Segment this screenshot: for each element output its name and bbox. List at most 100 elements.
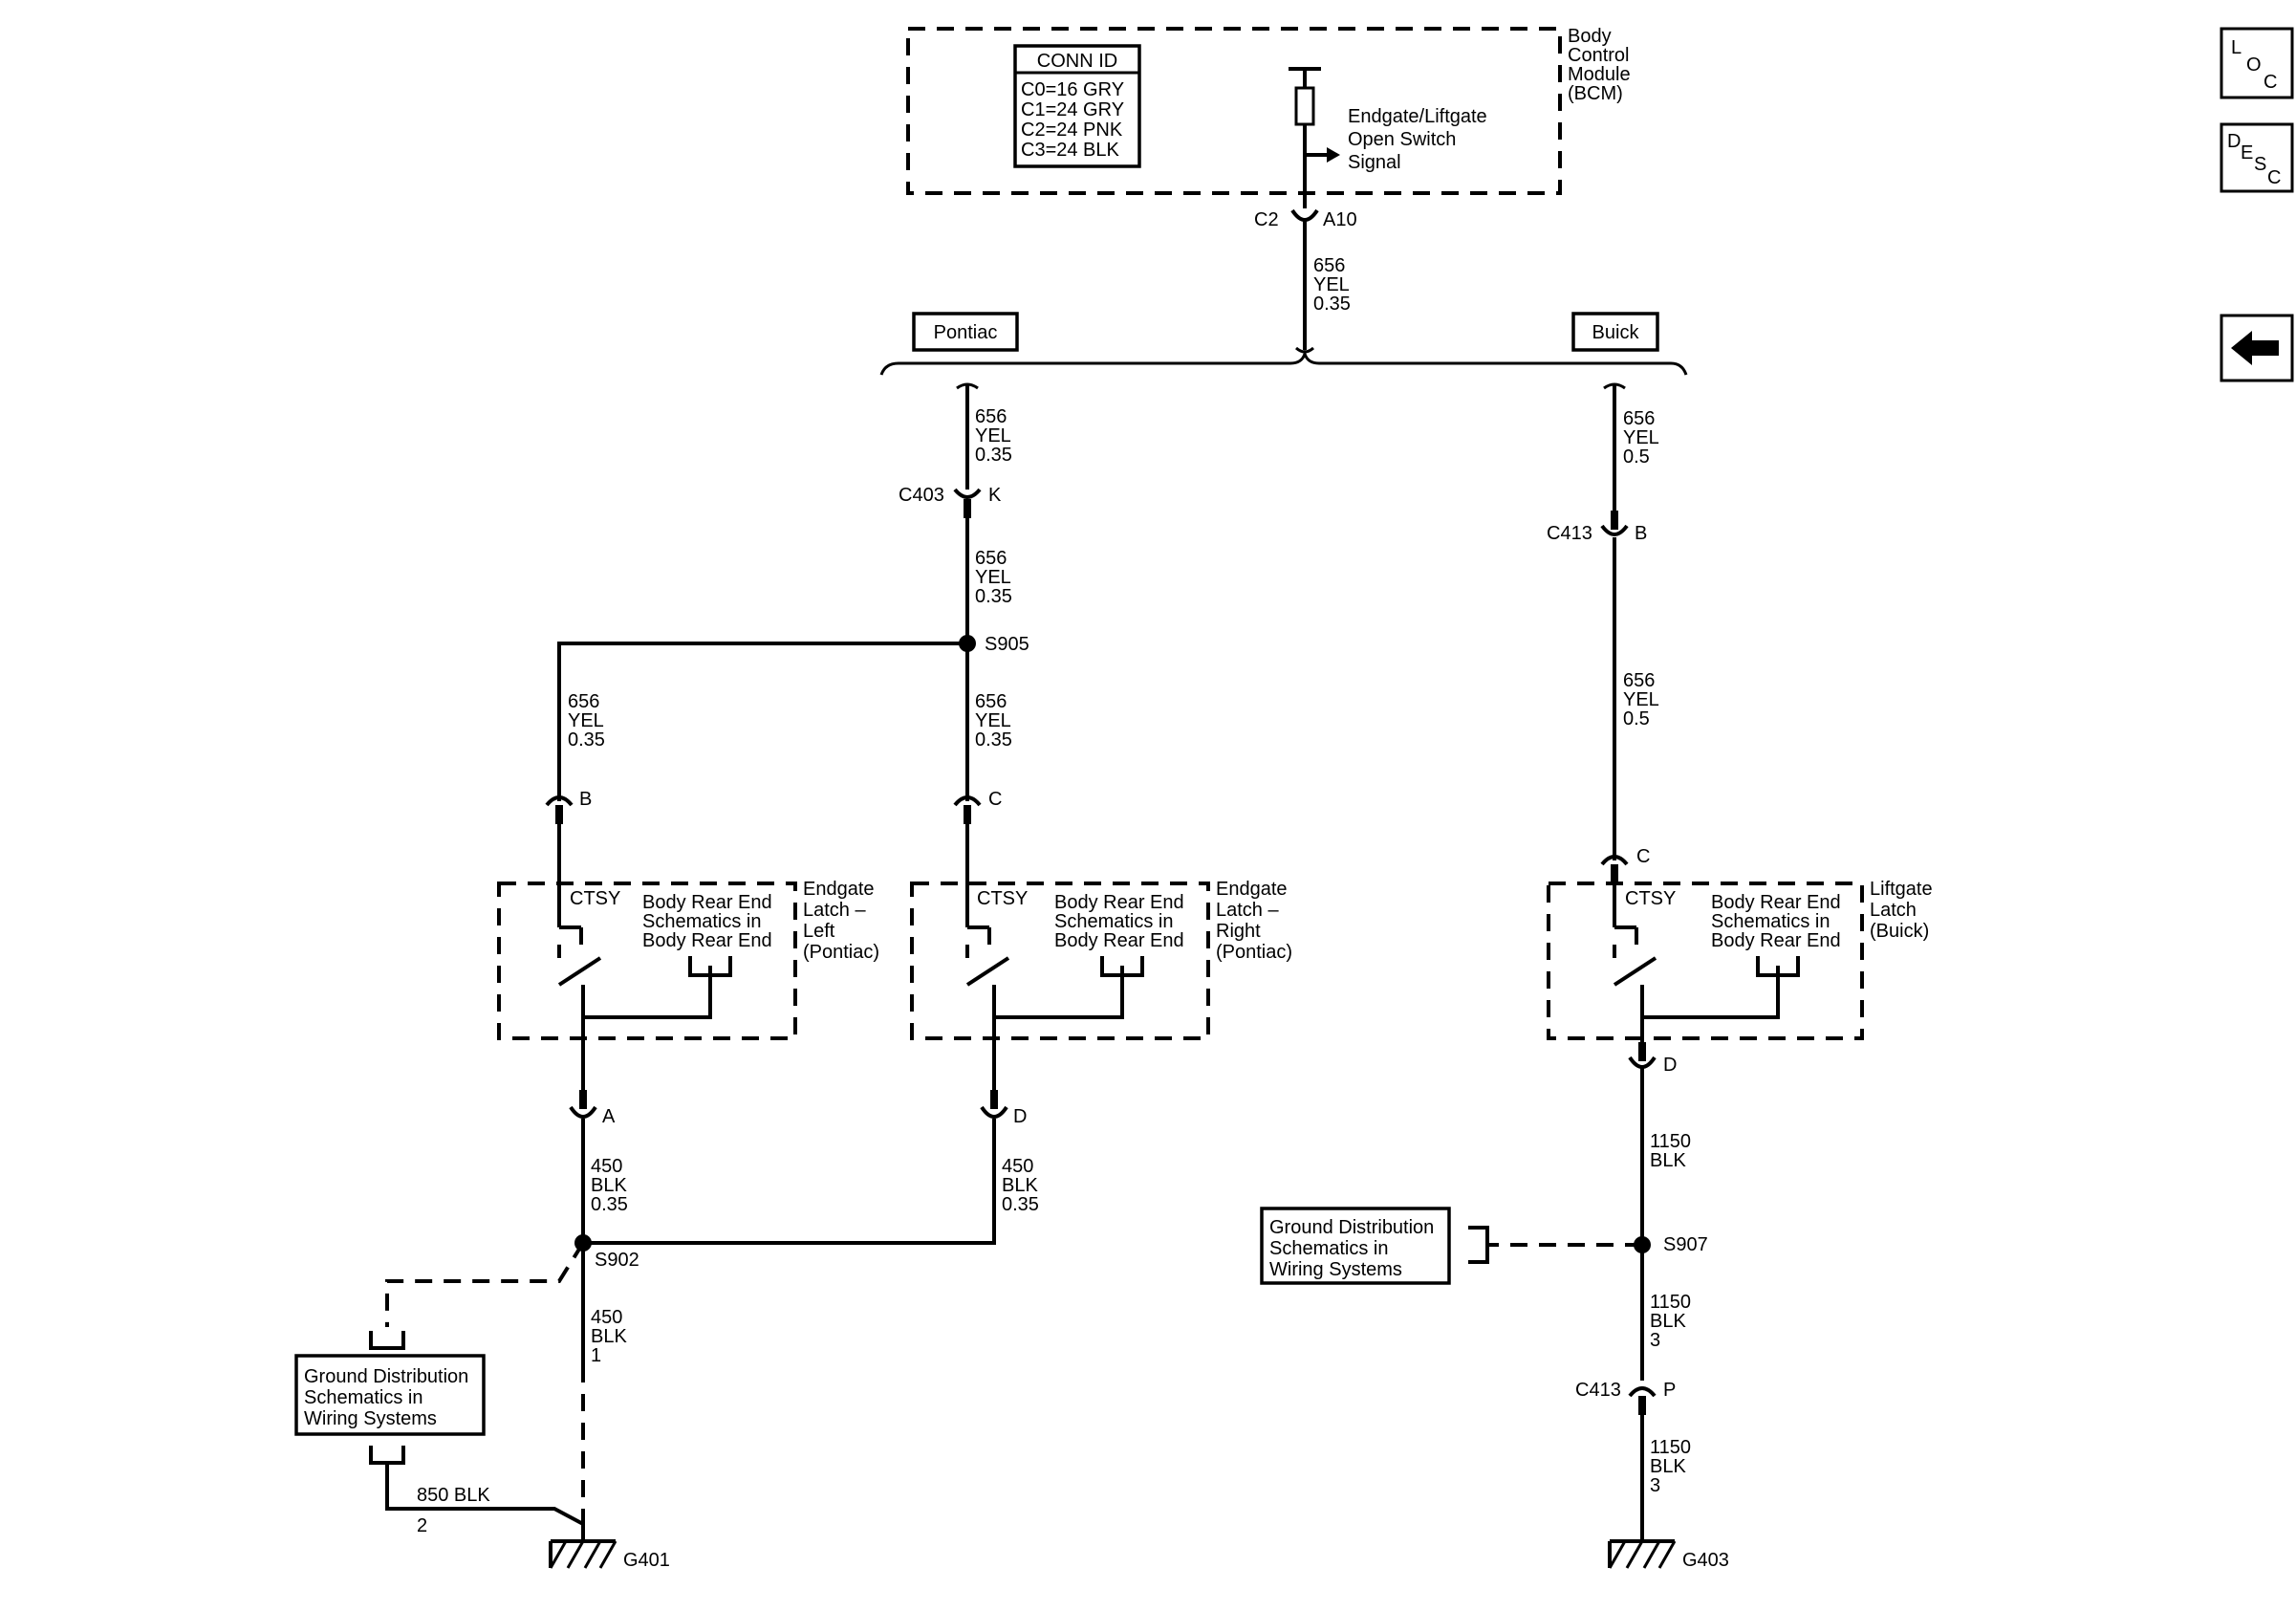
conn-id-c2: C2=24 PNK bbox=[1021, 120, 1123, 141]
conn-id-table: CONN ID C0=16 GRY C1=24 GRY C2=24 PNK C3… bbox=[1013, 44, 1141, 168]
buick-gnd3-color: BLK bbox=[1650, 1456, 1686, 1477]
liftgate-latch-buick: CTSY Body Rear End Schematics in Body Re… bbox=[1547, 879, 1933, 1056]
buick-gnd1-color: BLK bbox=[1650, 1150, 1686, 1171]
buick-gnd2-circuit: 1150 bbox=[1650, 1292, 1691, 1313]
pontiac-s902-circuit: 450 bbox=[591, 1307, 622, 1328]
pontiac-wire-mid-circuit: 656 bbox=[975, 548, 1007, 569]
signal-label-2: Open Switch bbox=[1348, 129, 1456, 150]
trunk-wire-circuit: 656 bbox=[1313, 255, 1345, 276]
endgate-latch-left: CTSY Body Rear End Schematics in Body Re… bbox=[497, 824, 879, 1098]
latch-left-ref-3: Body Rear End bbox=[642, 930, 772, 951]
loc-letter-o: O bbox=[2246, 54, 2262, 76]
ground-ref-right-1: Ground Distribution bbox=[1269, 1217, 1434, 1238]
latch-right-name-2: Latch – bbox=[1216, 900, 1279, 921]
connector-c413-label: C413 bbox=[1547, 523, 1592, 544]
buick-branch: 656 YEL 0.5 C413 B 656 YEL 0.5 C CTSY bbox=[1260, 382, 1933, 1571]
latch-buick-name-2: Latch bbox=[1870, 900, 1917, 921]
pontiac-s902-color: BLK bbox=[591, 1326, 627, 1347]
ground-g403-label: G403 bbox=[1682, 1550, 1729, 1571]
ground-g401-label: G401 bbox=[623, 1550, 670, 1571]
option-brace bbox=[879, 348, 1688, 376]
trunk-wire-color: YEL bbox=[1313, 274, 1350, 295]
signal-label-1: Endgate/Liftgate bbox=[1348, 106, 1487, 127]
switch-contact-icon bbox=[1613, 956, 1657, 987]
latch-left-name-1: Endgate bbox=[803, 879, 875, 900]
latch-buick-ctsy: CTSY bbox=[1625, 888, 1676, 909]
bcm-label-2: Control bbox=[1568, 45, 1629, 66]
latch-buick-ref-2: Schematics in bbox=[1711, 911, 1830, 932]
latch-right-name-3: Right bbox=[1216, 921, 1261, 942]
latch-buick-name-3: (Buick) bbox=[1870, 921, 1929, 942]
buick-wire-top-color: YEL bbox=[1623, 427, 1659, 448]
connector-c413-lower-pin: P bbox=[1663, 1380, 1676, 1401]
bcm-input-circuit bbox=[1289, 67, 1340, 208]
conn-id-c3: C3=24 BLK bbox=[1021, 140, 1120, 161]
ground-ref-left-2: Schematics in bbox=[304, 1387, 423, 1408]
buick-wire-mid-color: YEL bbox=[1623, 689, 1659, 710]
wire-850-size: 2 bbox=[417, 1515, 427, 1536]
pontiac-gnd-right-circuit: 450 bbox=[1002, 1156, 1033, 1177]
connector-c403-label: C403 bbox=[899, 485, 944, 506]
trunk-wire-size: 0.35 bbox=[1313, 294, 1351, 315]
latch-buick-ref-3: Body Rear End bbox=[1711, 930, 1841, 951]
switch-contact-icon bbox=[965, 956, 1010, 987]
ground-ref-left-3: Wiring Systems bbox=[304, 1408, 437, 1429]
desc-letter-s: S bbox=[2254, 154, 2266, 175]
latch-right-ref-1: Body Rear End bbox=[1054, 892, 1184, 913]
connector-c403-icon bbox=[953, 488, 982, 499]
splice-s905-label: S905 bbox=[985, 634, 1029, 655]
buick-gnd2-color: BLK bbox=[1650, 1311, 1686, 1332]
buick-wire-top-size: 0.5 bbox=[1623, 446, 1650, 468]
latch-right-ref-2: Schematics in bbox=[1054, 911, 1174, 932]
desc-letter-d: D bbox=[2227, 131, 2241, 152]
buick-pin-d-label: D bbox=[1663, 1055, 1677, 1076]
pontiac-wire-mid-size: 0.35 bbox=[975, 586, 1012, 607]
bcm-label-4: (BCM) bbox=[1568, 83, 1623, 104]
bcm-label-3: Module bbox=[1568, 64, 1631, 85]
endgate-latch-right: CTSY Body Rear End Schematics in Body Re… bbox=[910, 824, 1292, 1098]
conn-id-c1: C1=24 GRY bbox=[1021, 99, 1124, 120]
pin-b-label: B bbox=[579, 789, 592, 810]
option-buick-box: Buick bbox=[1571, 312, 1659, 352]
back-button[interactable] bbox=[2220, 314, 2294, 382]
latch-left-ref-1: Body Rear End bbox=[642, 892, 772, 913]
conn-id-c0: C0=16 GRY bbox=[1021, 79, 1124, 100]
pin-a-label: A bbox=[602, 1106, 616, 1127]
ground-ref-box-right: Ground Distribution Schematics in Wiring… bbox=[1260, 1207, 1451, 1285]
pontiac-s902-size: 1 bbox=[591, 1345, 601, 1366]
option-pontiac-label: Pontiac bbox=[934, 322, 998, 343]
ground-ref-right-3: Wiring Systems bbox=[1269, 1259, 1402, 1280]
left-arrow-icon bbox=[2231, 331, 2279, 365]
pontiac-wire-top-color: YEL bbox=[975, 425, 1011, 446]
buick-gnd3-size: 3 bbox=[1650, 1475, 1660, 1496]
wire-850-label: 850 BLK bbox=[417, 1485, 490, 1506]
connector-c403-pin: K bbox=[988, 485, 1002, 506]
loc-letter-c: C bbox=[2264, 72, 2277, 93]
connector-pin-b-icon bbox=[545, 795, 574, 807]
desc-button[interactable]: D E S C bbox=[2220, 122, 2294, 193]
pontiac-wire-left-color: YEL bbox=[568, 710, 604, 731]
pontiac-wire-mid-color: YEL bbox=[975, 567, 1011, 588]
bcm-module: Body Control Module (BCM) CONN ID C0=16 … bbox=[906, 26, 1631, 230]
buick-gnd3-circuit: 1150 bbox=[1650, 1437, 1691, 1458]
connector-pin-d-icon bbox=[980, 1105, 1008, 1119]
latch-right-ref-3: Body Rear End bbox=[1054, 930, 1184, 951]
loc-letter-l: L bbox=[2231, 37, 2242, 58]
pontiac-wire-top-circuit: 656 bbox=[975, 406, 1007, 427]
pontiac-gnd-left-color: BLK bbox=[591, 1175, 627, 1196]
latch-left-name-3: Left bbox=[803, 921, 835, 942]
pin-d-label: D bbox=[1013, 1106, 1027, 1127]
splice-s902-label: S902 bbox=[595, 1250, 639, 1271]
ground-ref-right-2: Schematics in bbox=[1269, 1238, 1389, 1259]
pontiac-branch: 656 YEL 0.35 C403 K 656 YEL 0.35 S905 65… bbox=[294, 382, 1292, 1571]
ground-ref-left-1: Ground Distribution bbox=[304, 1366, 468, 1387]
buick-wire-mid-size: 0.5 bbox=[1623, 708, 1650, 729]
bcm-label-1: Body bbox=[1568, 26, 1612, 47]
pontiac-wire-left-circuit: 656 bbox=[568, 691, 599, 712]
connector-c2-label: C2 bbox=[1254, 209, 1279, 230]
pontiac-gnd-left-circuit: 450 bbox=[591, 1156, 622, 1177]
latch-right-name-4: (Pontiac) bbox=[1216, 942, 1292, 963]
connector-c413-lower-icon bbox=[1628, 1386, 1657, 1398]
ground-ref-box-left: Ground Distribution Schematics in Wiring… bbox=[294, 1354, 486, 1436]
loc-button[interactable]: L O C bbox=[2220, 27, 2294, 99]
